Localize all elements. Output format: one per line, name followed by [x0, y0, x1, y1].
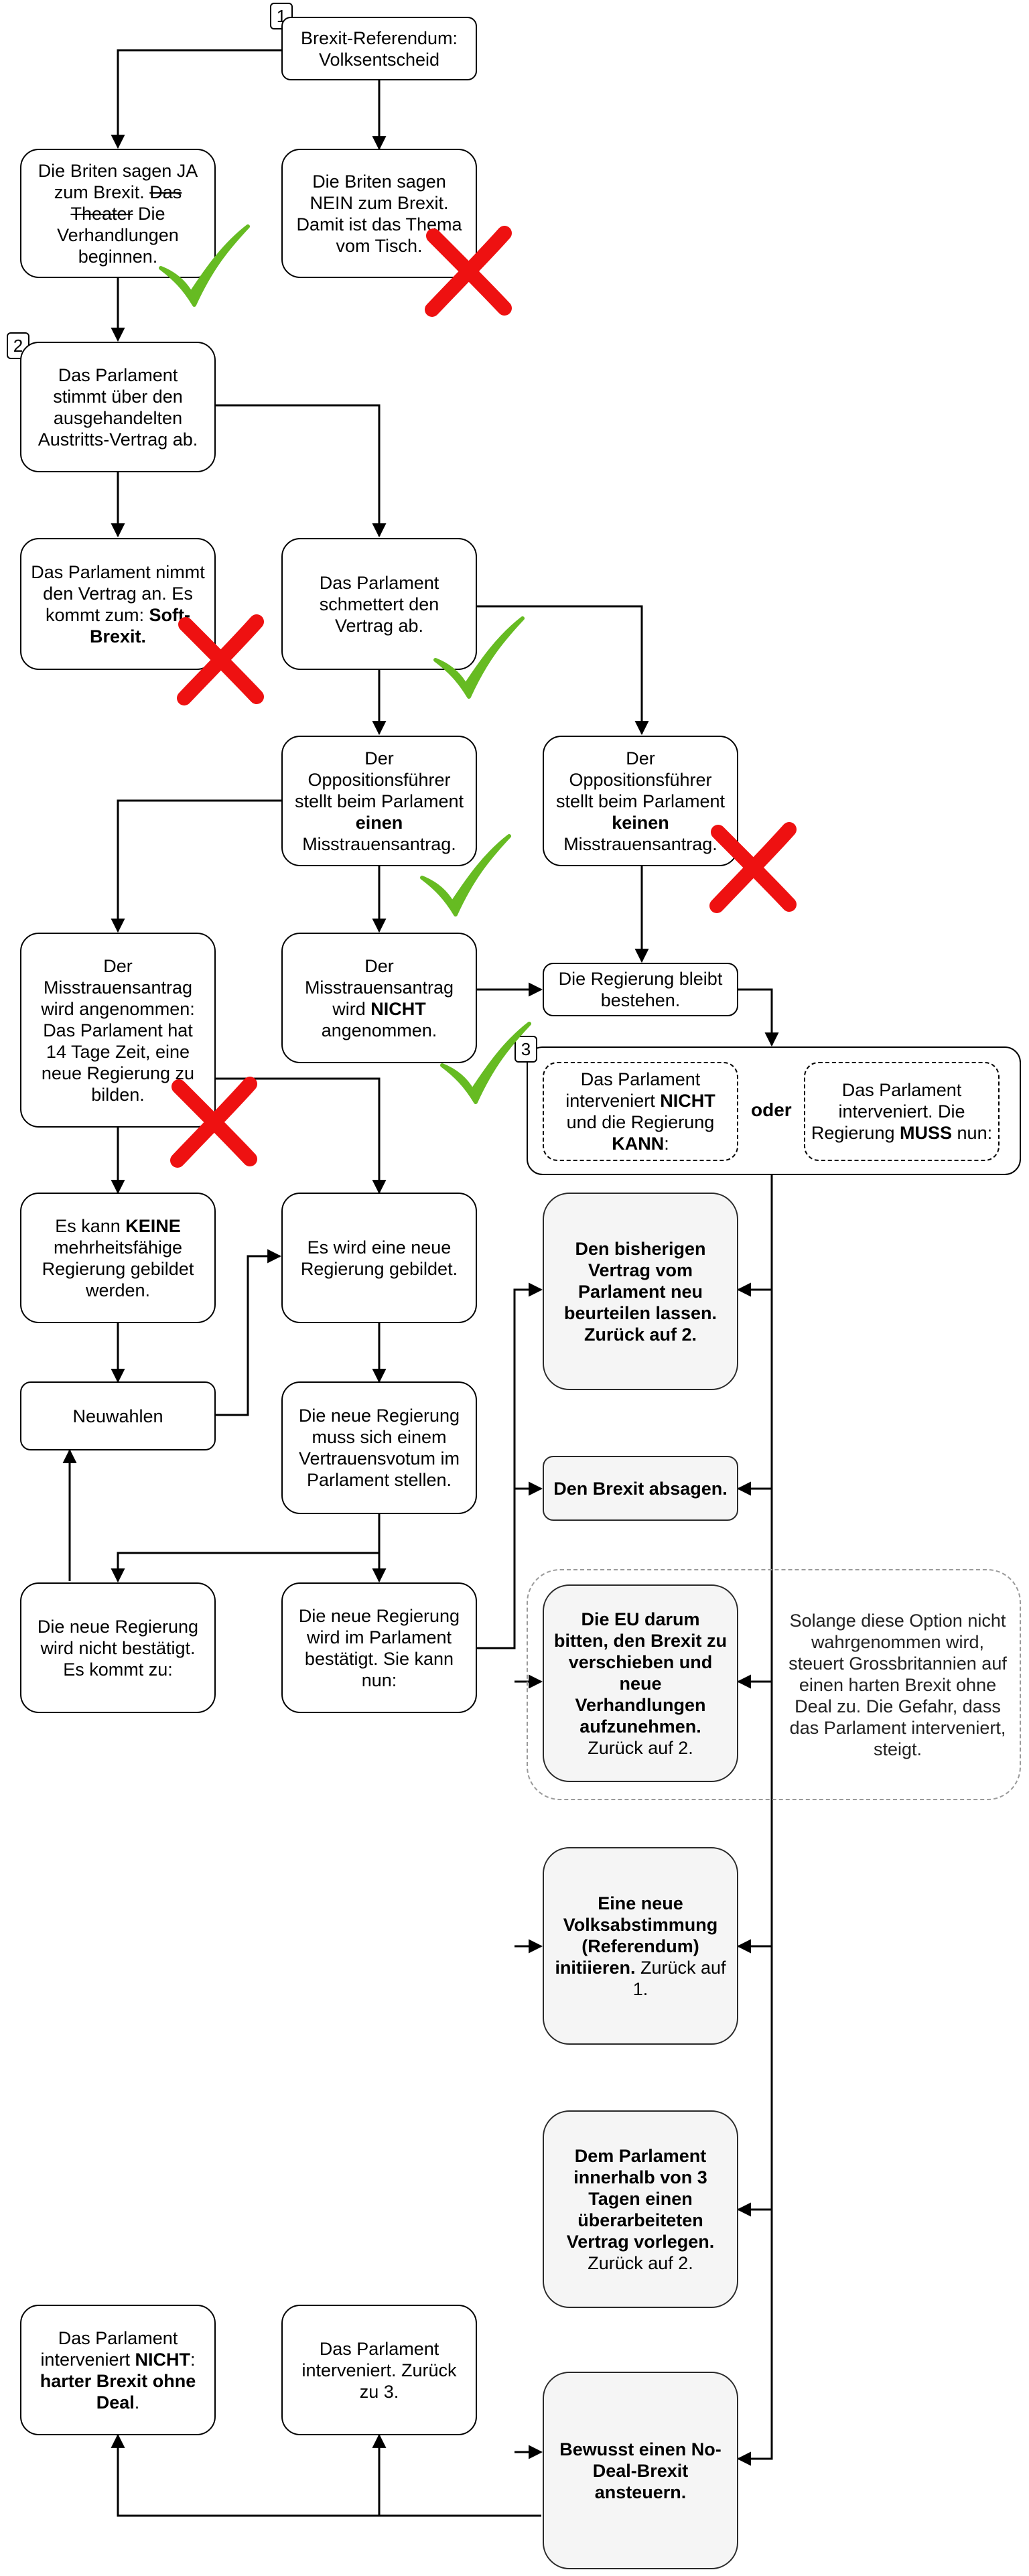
- edge-ref-ja: [111, 49, 281, 149]
- option-no-deal-brexit: Bewusst einen No-Deal-Brexit ansteuern.: [543, 2372, 738, 2569]
- edge-abst-schmettert: [216, 404, 387, 538]
- node-harter-brexit: Das Parlament interveniert NICHT: harter…: [20, 2305, 216, 2435]
- node-vertrag-annahme: Das Parlament nimmt den Vertrag an. Es k…: [20, 538, 216, 670]
- cross-icon: [709, 822, 797, 913]
- node-regierung-bleibt: Die Regierung bleibt bestehen.: [543, 963, 738, 1016]
- node-keine-regierung: Es kann KEINE mehrheitsfähige Regierung …: [20, 1193, 216, 1323]
- edge-einen-angenommen: [111, 799, 281, 933]
- option-ueberarbeiteter-vertrag: Dem Parlament innerhalb von 3 Tagen eine…: [543, 2110, 738, 2308]
- node-briten-nein: Die Briten sagen NEIN zum Brexit. Damit …: [281, 149, 477, 278]
- edge-opt6-hart: [111, 2433, 541, 2517]
- cross-icon: [425, 226, 512, 317]
- edge-schm-keinen: [477, 605, 649, 736]
- cross-icon: [170, 1077, 257, 1168]
- check-icon: [159, 224, 250, 307]
- node-briten-ja: Die Briten sagen JA zum Brexit. Das Thea…: [20, 149, 216, 278]
- check-icon: [433, 616, 525, 699]
- node-parlament-muss: Das Parlament interveniert. Die Regierun…: [804, 1062, 1000, 1161]
- node-parlament-kann: Das Parlament interveniert NICHT und die…: [543, 1062, 738, 1161]
- edge-bleibt-grp3: [738, 988, 779, 1047]
- node-oppositionsfuehrer-einen: Der Oppositionsführer stellt beim Parlam…: [281, 736, 477, 866]
- edge-best-opt1: [477, 1282, 543, 1649]
- node-referendum: Brexit-Referendum: Volksentscheid: [281, 17, 477, 80]
- node-vertrag-abgelehnt: Das Parlament schmettert den Vertrag ab.: [281, 538, 477, 670]
- step-badge-3: 3: [514, 1036, 537, 1063]
- node-neue-regierung: Es wird eine neue Regierung gebildet.: [281, 1193, 477, 1323]
- check-icon: [420, 834, 511, 917]
- node-misstrauen-nicht-angenommen: Der Misstrauensantrag wird NICHT angenom…: [281, 933, 477, 1063]
- node-zurueck-zu-3: Das Parlament interveniert. Zurück zu 3.: [281, 2305, 477, 2435]
- cross-icon: [177, 614, 264, 705]
- node-vertrauensvotum: Die neue Regierung muss sich einem Vertr…: [281, 1381, 477, 1514]
- note-harter-brexit-gefahr: Solange diese Option nicht wahrgenommen …: [788, 1610, 1007, 1759]
- label-oder: oder: [751, 1099, 792, 1120]
- group-eu-option-note: [527, 1569, 1021, 1800]
- check-icon: [440, 1022, 531, 1104]
- option-neue-volksabstimmung: Eine neue Volksabstimmung (Referendum) i…: [543, 1847, 738, 2045]
- edge-votum-nichtbest: [111, 1514, 381, 1583]
- node-oppositionsfuehrer-keinen: Der Oppositionsführer stellt beim Parlam…: [543, 736, 738, 866]
- node-neuwahlen: Neuwahlen: [20, 1381, 216, 1450]
- edge-ang-neue: [216, 1077, 387, 1195]
- node-parlament-abstimmung: Das Parlament stimmt über den ausgehande…: [20, 342, 216, 472]
- node-nicht-bestaetigt: Die neue Regierung wird nicht bestätigt.…: [20, 1582, 216, 1713]
- node-bestaetigt: Die neue Regierung wird im Parlament bes…: [281, 1582, 477, 1713]
- edge-neuwahlen-neue: [216, 1249, 282, 1416]
- option-brexit-absagen: Den Brexit absagen.: [543, 1456, 738, 1521]
- option-vertrag-neu-beurteilen: Den bisherigen Vertrag vom Parlament neu…: [543, 1193, 738, 1390]
- edge-grp3-opt6: [736, 1174, 773, 2466]
- option-eu-verschieben: Die EU darum bitten, den Brexit zu versc…: [543, 1584, 738, 1782]
